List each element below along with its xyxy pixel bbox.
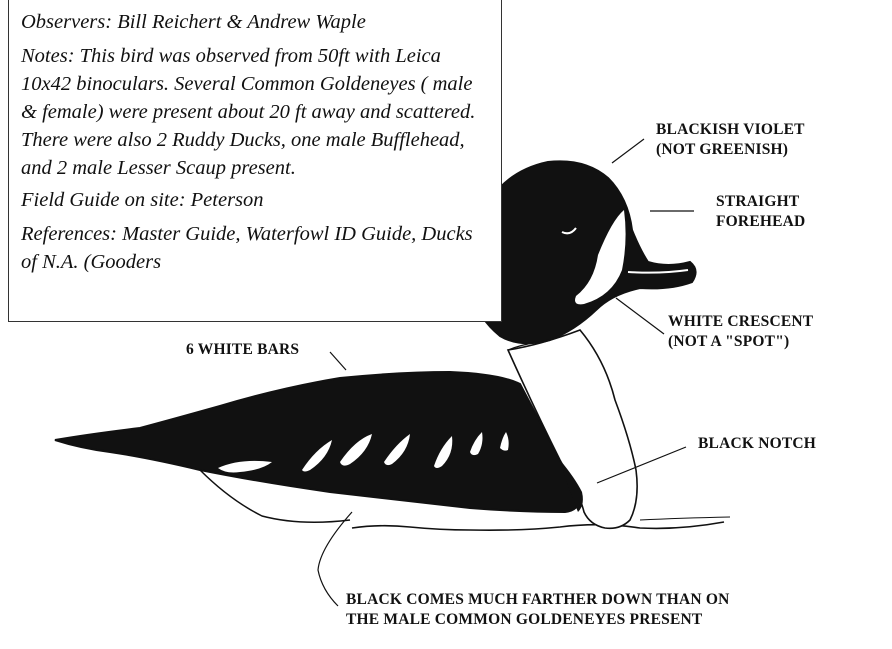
label-white-bars: 6 WHITE BARS [186,340,299,360]
label-black-lower: BLACK COMES MUCH FARTHER DOWN THAN ON TH… [346,590,729,630]
label-black-lower-line1: BLACK COMES MUCH FARTHER DOWN THAN ON [346,590,729,610]
label-forehead-line1: STRAIGHT [716,192,805,212]
label-head-color-line1: BLACKISH VIOLET [656,120,805,140]
label-black-notch: BLACK NOTCH [698,434,816,454]
label-head-color-line2: (NOT GREENISH) [656,140,805,160]
leader-white-bars [330,352,346,370]
leader-head-color [612,139,644,163]
label-forehead: STRAIGHT FOREHEAD [716,192,805,232]
label-forehead-line2: FOREHEAD [716,212,805,232]
label-head-color: BLACKISH VIOLET (NOT GREENISH) [656,120,805,160]
leader-crescent [616,298,664,334]
label-crescent: WHITE CRESCENT (NOT A "SPOT") [668,312,813,352]
references-text: References: Master Guide, Waterfowl ID G… [21,220,491,276]
label-crescent-line1: WHITE CRESCENT [668,312,813,332]
water-line [352,517,730,530]
observation-notes-box: Observers: Bill Reichert & Andrew Waple … [8,0,502,322]
label-black-lower-line2: THE MALE COMMON GOLDENEYES PRESENT [346,610,729,630]
label-black-notch-text: BLACK NOTCH [698,434,816,454]
notes-text: Notes: This bird was observed from 50ft … [21,42,491,182]
observers-text: Observers: Bill Reichert & Andrew Waple [21,8,491,36]
label-white-bars-text: 6 WHITE BARS [186,340,299,360]
field-guide-text: Field Guide on site: Peterson [21,186,491,214]
label-crescent-line2: (NOT A "SPOT") [668,332,813,352]
duck-head [474,161,696,343]
